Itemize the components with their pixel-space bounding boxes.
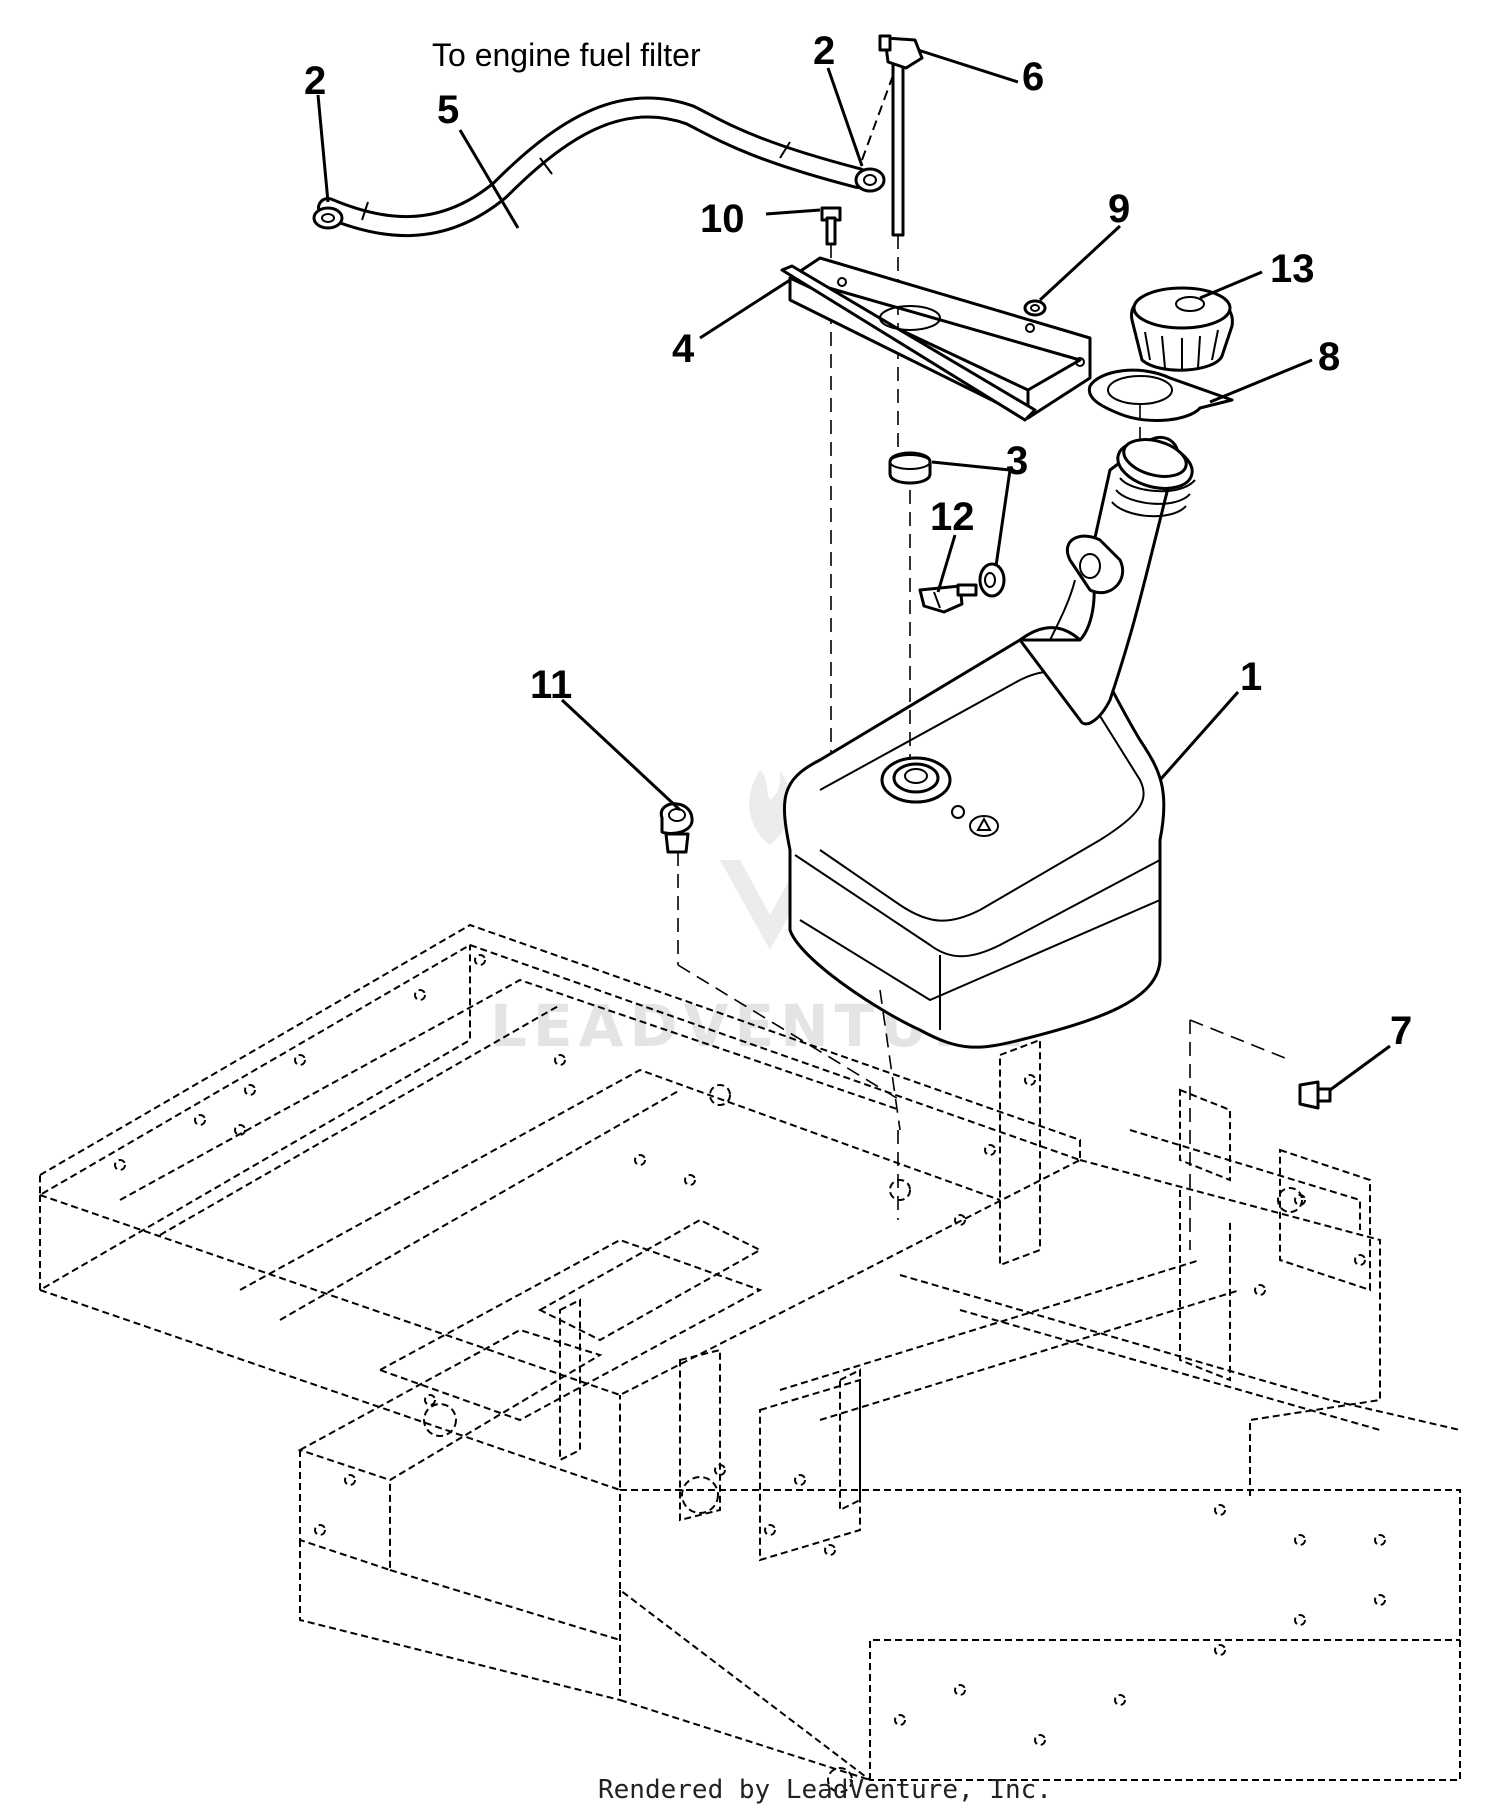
- nut: [1023, 299, 1047, 317]
- carriage-bolt: [1189, 1019, 1332, 1250]
- callout-2-right: 2: [813, 29, 835, 73]
- assembly-guides: [879, 490, 911, 1220]
- tank-outlet-boss: [1065, 534, 1125, 595]
- grommet-top: [888, 451, 932, 485]
- frame-holes: [114, 954, 1386, 1793]
- tank-bracket: [780, 256, 1092, 422]
- callout-9: 9: [1108, 187, 1130, 231]
- tank-sender-port: [880, 756, 952, 804]
- hose-clamp-left: [312, 206, 344, 230]
- callout-5: 5: [437, 88, 459, 132]
- callout-8: 8: [1318, 335, 1340, 379]
- note-engine-fuel-filter: To engine fuel filter: [432, 37, 701, 73]
- callout-13: 13: [1270, 247, 1315, 291]
- elbow-fitting: [918, 583, 978, 614]
- fuel-cap: [1130, 286, 1234, 372]
- chassis-frame: [39, 923, 1461, 1793]
- callout-3: 3: [1006, 439, 1028, 483]
- callout-2-left: 2: [304, 59, 326, 103]
- fuel-pickup-tube: [861, 34, 924, 460]
- fuel-tank: [783, 435, 1196, 1049]
- bolt: [820, 206, 842, 780]
- clip: [659, 802, 901, 1101]
- footer-credit: Rendered by LeadVenture, Inc.: [598, 1775, 1052, 1805]
- leader-lines: [316, 48, 1391, 1092]
- cap-gasket: [1087, 368, 1234, 440]
- callout-1: 1: [1240, 655, 1262, 699]
- hose-clamp-right: [854, 167, 886, 193]
- filler-neck-threads: [1111, 438, 1196, 518]
- callout-12: 12: [930, 495, 975, 539]
- callout-11: 11: [530, 663, 572, 707]
- callout-labels: 2 5 2 6 10 9 13 4 8 3 12 11 1 7: [304, 29, 1412, 1053]
- callout-4: 4: [672, 327, 695, 371]
- callout-6: 6: [1022, 55, 1044, 99]
- fuel-hose: [317, 96, 869, 237]
- callout-10: 10: [700, 197, 745, 241]
- callout-7: 7: [1390, 1009, 1412, 1053]
- grommet-side: [978, 562, 1006, 598]
